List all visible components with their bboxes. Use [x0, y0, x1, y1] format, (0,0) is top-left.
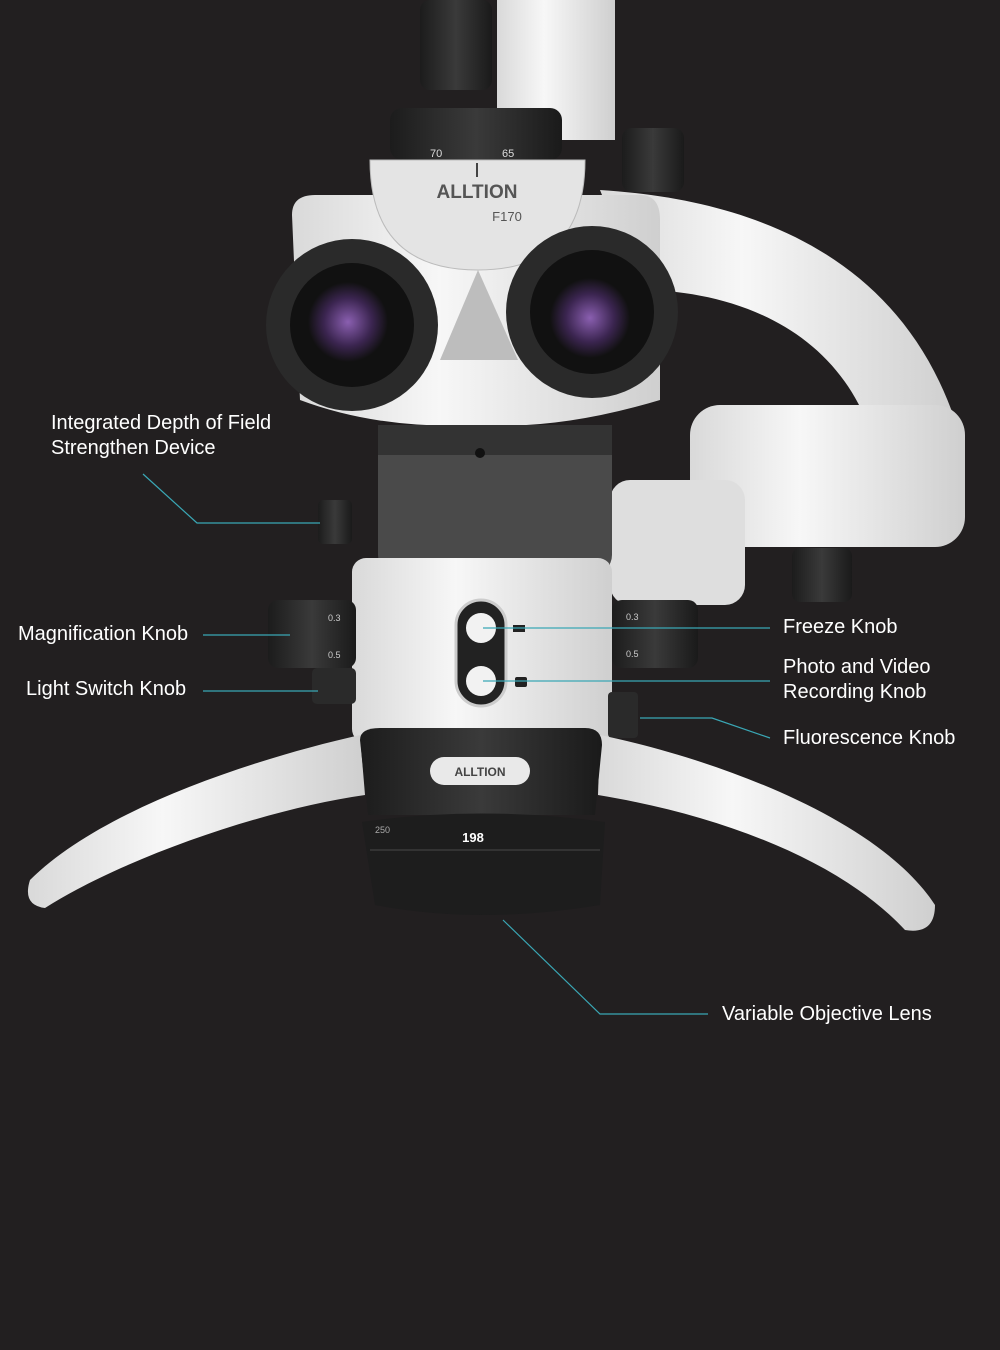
- left-handle: [27, 735, 365, 908]
- fluorescence-knob: [608, 692, 638, 738]
- freeze-button[interactable]: [466, 613, 496, 643]
- callout-text: Integrated Depth of Field: [51, 412, 272, 434]
- variable-objective-lens: [362, 813, 605, 915]
- side-knob: [622, 128, 684, 192]
- objective-mark: 198: [462, 830, 484, 845]
- record-button[interactable]: [466, 666, 496, 696]
- side-module-knob: [792, 548, 852, 602]
- callout-freeze: Freeze Knob: [783, 616, 898, 638]
- camera-icon: [515, 677, 527, 687]
- callout-depth-of-field: Integrated Depth of Field Strengthen Dev…: [51, 411, 271, 461]
- depth-of-field-knob: [318, 500, 352, 544]
- callout-text: Strengthen Device: [51, 437, 216, 459]
- callout-objective: Variable Objective Lens: [722, 1003, 932, 1025]
- callout-magnification: Magnification Knob: [18, 623, 189, 645]
- magnification-knob-right: [612, 600, 698, 668]
- model-label: F170: [492, 209, 522, 224]
- top-knob: [420, 0, 492, 90]
- scale-mark: 0.5: [328, 650, 341, 660]
- dial-mark: 65: [502, 148, 514, 160]
- focus-dial: [390, 108, 562, 160]
- scale-mark: 0.3: [626, 612, 639, 622]
- light-switch-knob: [312, 668, 356, 704]
- callout-text: Photo and Video: [783, 656, 931, 678]
- support-arm: [600, 190, 955, 430]
- leader-fluorescence: [640, 717, 771, 739]
- callout-text: Recording Knob: [783, 681, 927, 703]
- callout-light-switch: Light Switch Knob: [26, 678, 187, 700]
- scale-mark: 0.5: [626, 649, 639, 659]
- callout-fluorescence: Fluorescence Knob: [783, 727, 956, 749]
- objective-mark: 250: [375, 825, 390, 835]
- brand-logo: ALLTION: [437, 182, 518, 203]
- leader-objective: [502, 919, 708, 1015]
- callout-photo-video: Photo and Video Recording Knob: [783, 655, 931, 705]
- right-handle: [598, 735, 935, 931]
- magnification-knob-left: [268, 600, 356, 668]
- leader-depth-of-field: [142, 473, 320, 524]
- depth-of-field-module: [378, 425, 612, 575]
- grip-logo: ALLTION: [454, 765, 505, 779]
- leader-lines: [142, 473, 771, 1015]
- side-module: [690, 405, 965, 547]
- dial-mark: 70: [430, 148, 442, 160]
- scale-mark: 0.3: [328, 613, 341, 623]
